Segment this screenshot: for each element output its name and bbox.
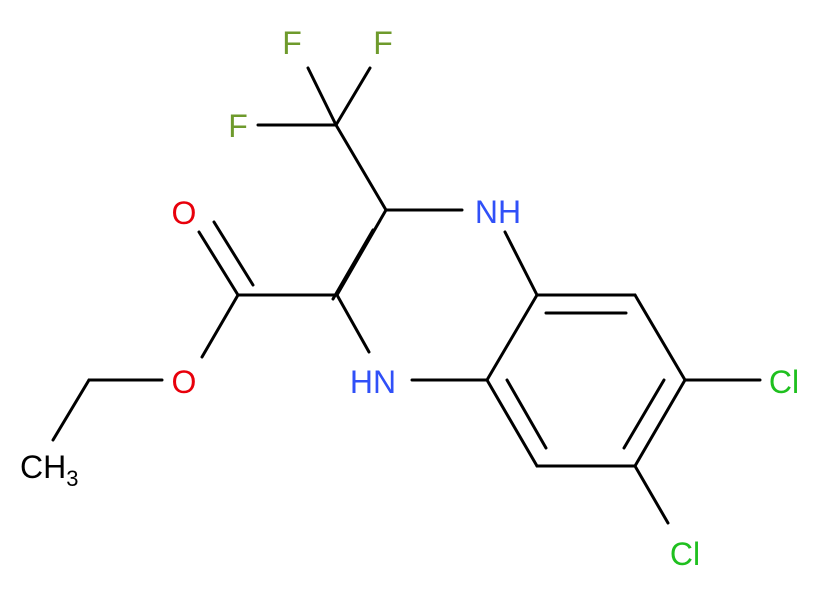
atom-cl-upper: Cl [769, 364, 799, 400]
bond-c8-c8a-double [505, 378, 548, 450]
bond-c2-n1 [335, 293, 371, 354]
bond-c8-c8a [485, 378, 539, 468]
bond-c3-c2-double [331, 228, 375, 301]
bond-ch2-ch3 [51, 378, 91, 442]
bonds [51, 66, 762, 525]
bond-cf3-f1 [306, 66, 338, 127]
atom-labels: F F F O O NH HN Cl Cl CH3 [20, 25, 799, 572]
bond-c8a-c4a [485, 293, 539, 382]
atom-cl-lower: Cl [670, 536, 700, 572]
atom-f2: F [373, 25, 393, 61]
bond-c6-c7 [633, 378, 687, 468]
bond-ccarb-o-double-2 [212, 220, 255, 287]
bond-c6-c7-double [622, 378, 666, 450]
atom-nh-top: NH [475, 194, 521, 230]
methyl-label: CH [20, 449, 66, 485]
atom-nh-bottom: HN [350, 364, 396, 400]
atom-methyl: CH3 [20, 449, 78, 491]
bond-ccarb-o-double-1 [197, 230, 240, 297]
bond-c7-cl [633, 464, 670, 525]
bond-n4-c4a [503, 230, 539, 297]
bond-c5-c6 [633, 293, 687, 382]
bond-cf3-c3 [334, 123, 388, 212]
methyl-subscript: 3 [66, 466, 78, 491]
atom-f3: F [228, 108, 248, 144]
atom-o-ester: O [172, 364, 197, 400]
bond-ccarb-oester [200, 293, 240, 359]
atom-f1: F [282, 25, 302, 61]
atom-o-carbonyl: O [172, 195, 197, 231]
bond-cf3-f2 [334, 66, 372, 127]
